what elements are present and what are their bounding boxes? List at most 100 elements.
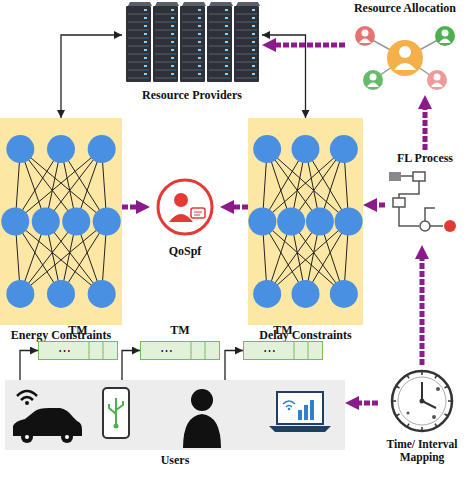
icon-part <box>171 25 174 27</box>
icon-part <box>171 17 174 19</box>
constraint-box: Delay Constraints <box>248 118 363 325</box>
icon-part <box>62 208 90 236</box>
icon-part <box>225 9 228 11</box>
icon-part <box>413 172 425 181</box>
icon-part <box>209 30 230 31</box>
icon-part <box>439 39 451 44</box>
icon-part <box>209 2 233 6</box>
icon-part <box>6 135 34 163</box>
icon-part <box>155 46 176 47</box>
icon-part <box>1 208 29 236</box>
qos-node: QoSpf <box>150 172 220 262</box>
queue-box: TM⋯ <box>140 341 220 360</box>
icon-part <box>194 215 200 216</box>
queue-cells <box>244 342 322 359</box>
icon-part <box>444 220 456 232</box>
icon-part <box>401 175 413 177</box>
icon-part <box>362 30 369 37</box>
flowchart-icon <box>385 168 465 243</box>
icon-part <box>445 387 448 389</box>
icon-part <box>128 30 149 31</box>
allocation-icon <box>345 18 465 93</box>
icon-part <box>155 22 176 23</box>
icon-part <box>128 54 149 55</box>
node-label: Resource Allocation <box>337 2 467 15</box>
queue-box: TM⋯ <box>243 341 323 360</box>
icon-part <box>225 49 228 51</box>
icon-part <box>88 280 116 308</box>
icon-part <box>155 14 176 15</box>
queue-dots: ⋯ <box>39 342 89 359</box>
server-rack-icon <box>122 0 262 86</box>
icon-part <box>292 135 320 163</box>
queue-cells <box>39 342 117 359</box>
qos-icon <box>150 172 220 242</box>
queue-cells <box>141 342 219 359</box>
icon-part <box>198 73 201 75</box>
node-label: FL Process <box>379 152 467 165</box>
queue-label: TM <box>39 324 117 337</box>
icon-part <box>103 342 104 359</box>
icon-part <box>389 172 401 181</box>
icon-part <box>421 427 423 430</box>
icon-part <box>103 388 129 438</box>
icon-part <box>398 377 446 425</box>
icon-part <box>234 6 259 82</box>
icon-part <box>182 22 203 23</box>
icon-part <box>225 33 228 35</box>
icon-part <box>399 181 419 198</box>
flow-arrow <box>420 253 425 365</box>
icon-part <box>6 280 34 308</box>
icon-part <box>330 135 358 163</box>
icon-part <box>153 6 178 82</box>
icon-part <box>209 54 230 55</box>
icon-part <box>191 208 205 218</box>
icon-part <box>180 6 205 82</box>
icon-part <box>155 78 176 79</box>
icon-part <box>25 401 29 405</box>
icon-part <box>144 65 147 67</box>
icon-part <box>298 410 302 420</box>
icon-part <box>169 214 193 222</box>
icon-part <box>209 38 230 39</box>
icon-part <box>225 17 228 19</box>
node-label: Users <box>5 454 345 467</box>
icon-part <box>209 62 230 63</box>
icon-part <box>304 405 308 420</box>
icon-part <box>128 14 149 15</box>
icon-part <box>436 387 440 391</box>
server-node: Resource Providers <box>122 0 262 106</box>
icon-part <box>198 49 201 51</box>
flow-arrow <box>423 103 428 150</box>
icon-part <box>432 415 436 419</box>
icon-part <box>225 73 228 75</box>
icon-part <box>128 62 149 63</box>
icon-part <box>286 406 292 408</box>
icon-part <box>128 46 149 47</box>
icon-part <box>407 412 410 415</box>
icon-part <box>397 414 400 416</box>
icon-part <box>294 342 295 359</box>
link-arrow <box>225 351 243 381</box>
icon-part <box>253 280 281 308</box>
icon-part <box>209 70 230 71</box>
icon-part <box>144 17 147 19</box>
icon-part <box>310 400 314 420</box>
icon-part <box>225 25 228 27</box>
icon-part <box>367 83 379 88</box>
icon-part <box>21 397 33 400</box>
icon-part <box>171 41 174 43</box>
icon-part <box>209 14 230 15</box>
icon-part <box>209 46 230 47</box>
icon-part <box>434 74 441 81</box>
neural-network <box>248 118 363 325</box>
icon-part <box>209 22 230 23</box>
icon-part <box>93 208 121 236</box>
icon-part <box>194 212 202 213</box>
icon-part <box>182 46 203 47</box>
icon-part <box>144 73 147 75</box>
icon-part <box>88 135 116 163</box>
icon-part <box>155 70 176 71</box>
constraint-box: Energy Constraints <box>0 118 122 325</box>
icon-part <box>155 62 176 63</box>
